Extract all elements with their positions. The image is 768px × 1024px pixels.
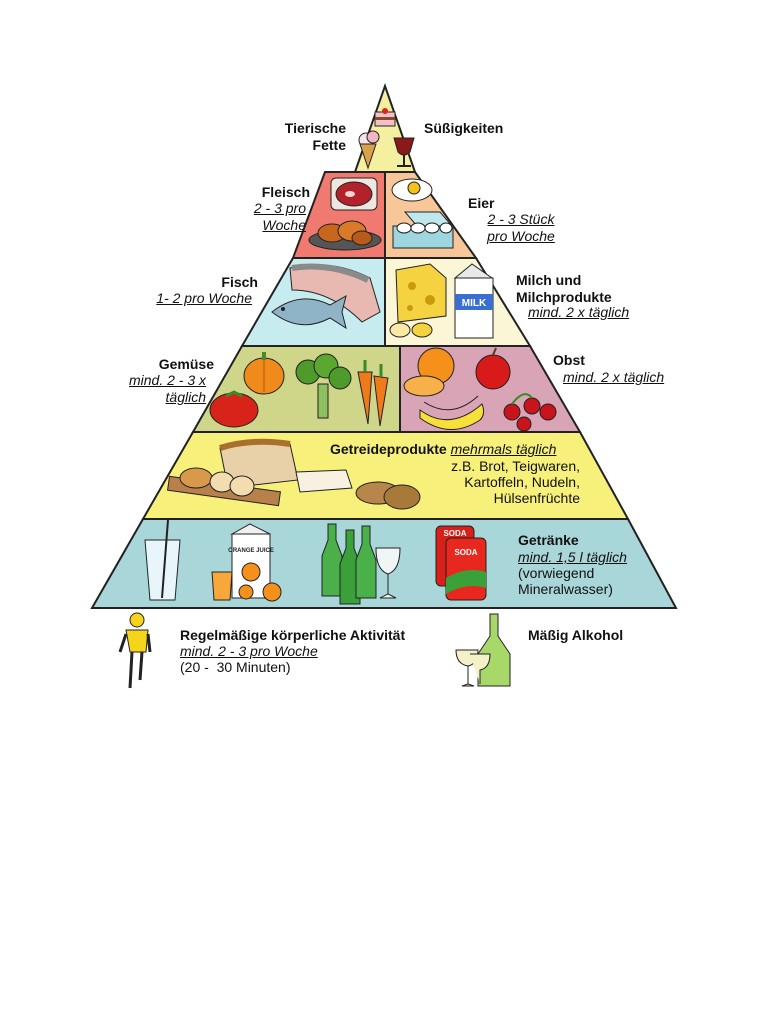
label-getreide: Getreideprodukte [330,441,447,457]
cyclist-icon [118,612,152,689]
label-getreide-row: Getreideprodukte mehrmals täglich [330,441,556,458]
label-getraenke-line1: (vorwiegend [518,565,595,581]
milk-carton-icon: MILK [453,263,494,339]
fried-egg-icon [391,178,433,202]
salmon-icon [289,263,381,323]
label-gemuese: Gemüse [158,356,214,372]
label-eier-note: 2 - 3 Stück pro Woche [487,211,555,244]
label-getreide-line1: z.B. Brot, Teigwaren, [451,458,580,474]
juice-carton-icon: ORANGE JUICE [211,523,282,602]
chicken-icon [308,220,382,251]
sliced-bread-icon [167,467,353,507]
orange-icon [403,347,455,397]
label-getreide-line3: Hülsenfrüchte [493,490,580,506]
label-fisch-note: 1- 2 pro Woche [156,290,252,306]
apple-icon [475,347,511,390]
soda-can-icon: SODA SODA [435,525,487,601]
juice-label: ORANGE JUICE [228,548,274,554]
ice-cream-icon [358,130,380,170]
potato-icon [355,481,421,510]
milk-label: MILK [462,298,487,309]
wine-glass-icon [393,137,415,167]
tier-top [353,82,417,173]
label-aktivitaet-detail: (20 - 30 Minuten) [180,659,291,675]
cherry-icon [503,393,557,432]
water-glass-icon [144,519,181,601]
soda-label-front: SODA [454,548,477,557]
label-alkohol: Mäßig Alkohol [528,627,624,643]
steak-icon [330,177,378,211]
cake-icon [374,108,396,127]
banana-icon [419,395,485,430]
wine-bottle-icon [455,613,511,687]
tomato-icon [209,390,259,428]
egg-carton-icon [392,211,454,249]
carrot-icon [357,360,389,427]
label-aktivitaet-note: mind. 2 - 3 pro Woche [180,643,318,659]
label-obst: Obst [553,352,585,368]
label-suessigkeiten: Süßigkeiten [424,120,504,136]
label-getreide-line2: Kartoffeln, Nudeln, [464,474,580,490]
label-milch: Milch und Milchprodukte [516,272,612,305]
label-getraenke-line2: Mineralwasser) [518,581,613,597]
label-getreide-note: mehrmals täglich [450,441,557,457]
label-getraenke: Getränke [518,532,579,548]
label-aktivitaet: Regelmäßige körperliche Aktivität [180,627,406,643]
label-getraenke-note: mind. 1,5 l täglich [518,549,627,565]
label-fleisch: Fleisch [261,184,310,200]
cheese-icon [389,263,447,338]
label-fleisch-note: 2 - 3 pro Woche [253,200,306,233]
label-fisch: Fisch [221,274,258,290]
label-tierische-fette: Tierische Fette [284,120,346,153]
label-milch-note: mind. 2 x täglich [528,304,630,320]
label-eier: Eier [468,195,495,211]
fish-icon [271,294,347,330]
soda-label-back: SODA [443,529,466,538]
broccoli-icon [295,353,352,419]
label-gemuese-note: mind. 2 - 3 x täglich [128,372,206,405]
pumpkin-icon [243,352,285,395]
label-obst-note: mind. 2 x täglich [563,369,665,385]
water-bottle-icon [321,523,401,605]
